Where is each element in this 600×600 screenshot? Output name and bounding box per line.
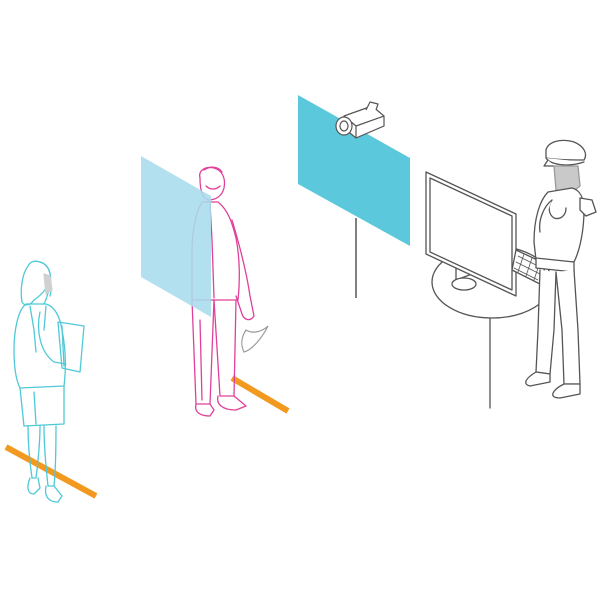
floor-line-middle: [230, 375, 290, 414]
security-officer-figure: [525, 139, 597, 399]
camera-sign-panel: [298, 95, 410, 246]
floor-line-front: [4, 444, 98, 499]
checkpoint-table: [425, 171, 553, 409]
monitor: [425, 171, 517, 297]
security-camera-icon: [335, 101, 385, 139]
floor-markings: [4, 375, 290, 499]
camera-sign: [298, 95, 410, 298]
privacy-screen: [141, 156, 211, 317]
woman-waiting-figure: [13, 260, 85, 503]
held-item: [241, 325, 269, 353]
